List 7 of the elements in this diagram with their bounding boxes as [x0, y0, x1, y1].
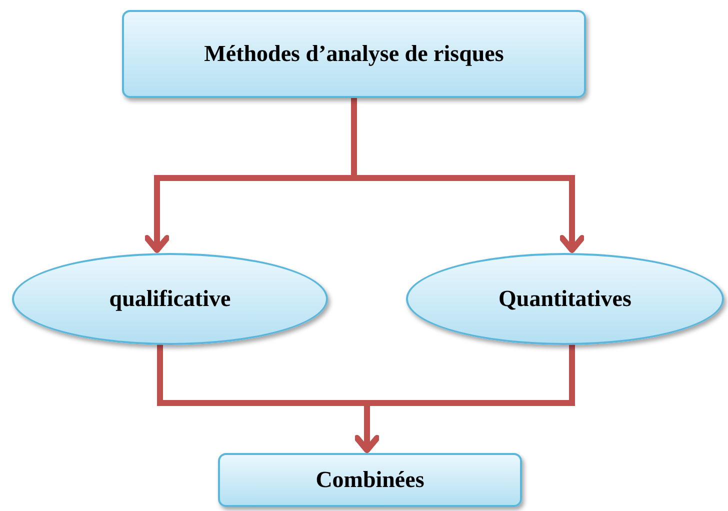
process-box — [218, 453, 522, 507]
node-label: Quantitatives — [498, 284, 632, 313]
node-label: Méthodes d’analyse de risques — [203, 40, 505, 68]
arrow — [354, 344, 575, 453]
node-label: Combinées — [314, 466, 426, 494]
node-label: qualificative — [108, 284, 232, 313]
process-box — [122, 10, 586, 98]
